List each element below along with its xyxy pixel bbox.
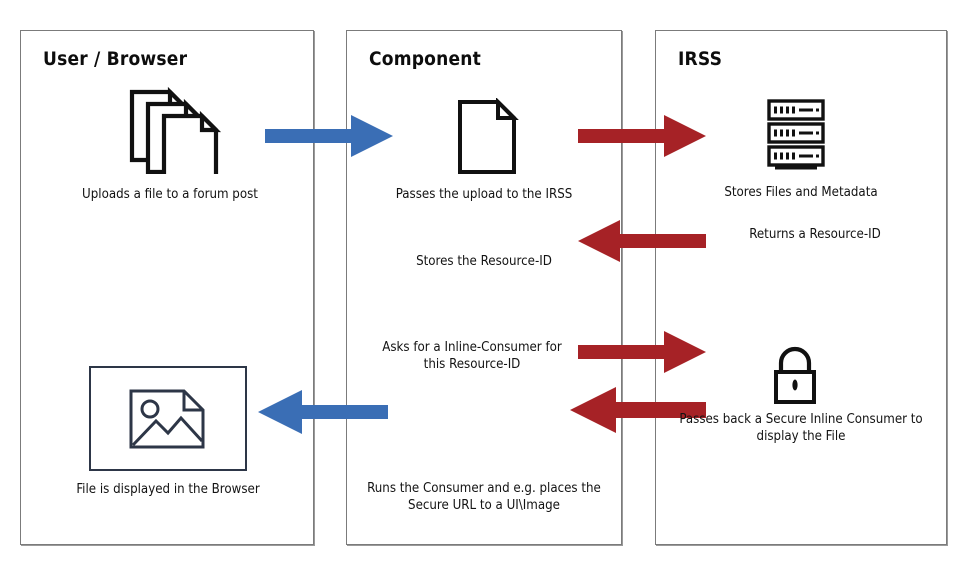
arrow-upload-to-component bbox=[265, 115, 393, 157]
server-rack-icon bbox=[766, 98, 826, 172]
caption-file-displayed: File is displayed in the Browser bbox=[76, 482, 260, 497]
lane-title-user-browser: User / Browser bbox=[43, 48, 188, 70]
caption-runs-consumer: Runs the Consumer and e.g. places the Se… bbox=[367, 481, 601, 513]
browser-window-frame bbox=[89, 366, 247, 471]
arrow-return-consumer bbox=[570, 387, 706, 433]
caption-passes-upload: Passes the upload to the IRSS bbox=[395, 187, 573, 202]
caption-stores-files: Stores Files and Metadata bbox=[724, 185, 878, 200]
caption-stores-resource-id: Stores the Resource-ID bbox=[416, 254, 552, 269]
lock-icon bbox=[768, 344, 822, 406]
caption-passes-back-consumer: Passes back a Secure Inline Consumer to … bbox=[679, 412, 923, 444]
arrow-display-in-browser bbox=[258, 390, 388, 434]
document-icon bbox=[456, 98, 520, 176]
arrow-ask-consumer bbox=[578, 331, 706, 373]
lane-title-irss: IRSS bbox=[678, 48, 723, 70]
caption-uploads-file: Uploads a file to a forum post bbox=[82, 187, 258, 202]
arrow-irss-to-component bbox=[578, 220, 706, 262]
caption-asks-for-consumer: Asks for a Inline-Consumer for this Reso… bbox=[382, 340, 562, 372]
lane-title-component: Component bbox=[369, 48, 481, 70]
documents-stack-icon bbox=[126, 86, 224, 174]
image-placeholder-icon bbox=[128, 388, 206, 450]
arrow-component-to-irss bbox=[578, 115, 706, 157]
caption-returns-resource-id: Returns a Resource-ID bbox=[749, 227, 881, 242]
lane-component: Component bbox=[346, 30, 622, 545]
